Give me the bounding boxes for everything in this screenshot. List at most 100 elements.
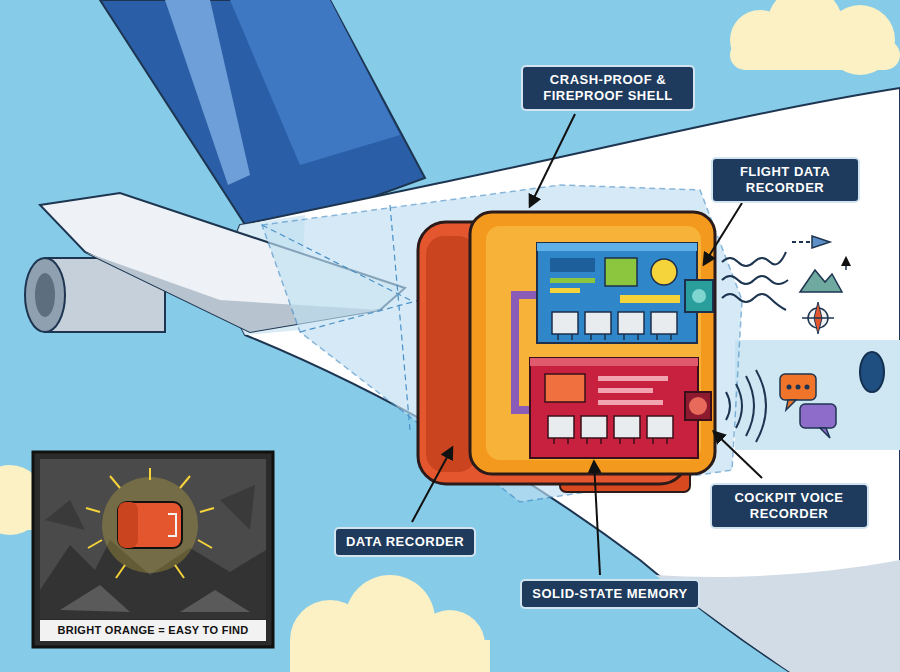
flight-data-module (557, 334, 559, 340)
fuselage (860, 352, 884, 392)
flight-data-module (585, 312, 611, 334)
inset-illustration (60, 585, 130, 612)
speech-bubbles (820, 428, 830, 438)
fuselage (655, 560, 900, 672)
inset-illustration (116, 565, 125, 578)
flight-data-module (604, 334, 606, 340)
dashed-compartment (390, 205, 410, 430)
flight-data-module (558, 334, 671, 340)
leader-line (704, 203, 742, 264)
sound-waves (736, 384, 742, 428)
tail-fin (230, 0, 400, 165)
inset-illustration (33, 452, 273, 647)
data-icons (800, 270, 842, 292)
voice-module (545, 374, 585, 402)
leader-line (714, 432, 762, 478)
voice-module (548, 416, 574, 438)
flight-data-module (590, 334, 592, 340)
voice-module (689, 397, 707, 415)
speech-bubbles (800, 404, 836, 428)
inset-illustration (180, 476, 190, 488)
tag-label: CRASH-PROOF & FIREPROOF SHELL (533, 72, 683, 105)
inset-illustration (175, 565, 184, 578)
flight-data-module (550, 278, 595, 283)
sound-waves (726, 392, 730, 420)
speech-bubbles (805, 385, 810, 390)
data-icons (812, 236, 830, 248)
tag-label: DATA RECORDER (346, 534, 464, 550)
data-icons (802, 317, 834, 319)
inset-illustration (110, 476, 120, 488)
inset-illustration (33, 452, 273, 647)
tag-label: COCKPIT VOICE RECORDER (722, 490, 857, 523)
voice-module (548, 416, 673, 438)
flight-data-module (685, 280, 713, 312)
flight-data-module (651, 312, 677, 334)
orange-shell (486, 226, 701, 460)
flight-data-module (537, 243, 697, 251)
dashed-compartment (262, 185, 742, 502)
leader-line (412, 448, 452, 522)
voice-module (600, 438, 602, 444)
cloud (730, 40, 900, 70)
flight-data-module (550, 288, 580, 293)
tail-fin (165, 0, 250, 185)
fuselage (735, 340, 900, 450)
signal-waves (722, 252, 786, 266)
flight-data-module (550, 258, 595, 272)
inset-illustration (220, 485, 255, 530)
inset-illustration (102, 477, 198, 573)
signal-waves (722, 294, 786, 310)
caption-text: BRIGHT ORANGE = EASY TO FIND (40, 620, 266, 641)
voice-module (598, 400, 663, 405)
tag-label: SOLID-STATE MEMORY (532, 586, 687, 602)
inset-illustration (168, 514, 176, 536)
flight-data-module (692, 289, 706, 303)
voice-module (567, 438, 569, 444)
voice-module (530, 358, 711, 458)
flight-data-module (537, 243, 697, 343)
dashed-compartment (262, 225, 410, 300)
voice-module (633, 438, 635, 444)
inset-illustration (200, 508, 214, 512)
flight-data-module (552, 312, 677, 334)
flight-data-module (656, 334, 658, 340)
voice-module (598, 376, 668, 381)
tag-label: FLIGHT DATA RECORDER (723, 164, 848, 197)
sound-waves (726, 370, 766, 442)
signal-waves (722, 276, 788, 284)
speech-bubbles (786, 400, 796, 410)
fuselage (229, 88, 900, 672)
voice-module (619, 438, 621, 444)
data-icons (845, 258, 847, 270)
inset-illustration (118, 502, 182, 548)
engine (35, 273, 55, 317)
flight-data-module (571, 334, 573, 340)
orange-shell (470, 212, 715, 474)
signal-waves (722, 252, 788, 310)
voice-module (647, 416, 673, 438)
inset-illustration (86, 468, 214, 578)
leader-line (594, 462, 600, 575)
dashed-compartment (300, 300, 420, 332)
callout-tag: SOLID-STATE MEMORY (520, 579, 699, 609)
speech-bubbles (780, 374, 816, 400)
flight-data-module (623, 334, 625, 340)
inset-illustration (45, 500, 85, 530)
voice-module (614, 416, 640, 438)
inset-illustration (86, 508, 100, 512)
voice-module (666, 438, 668, 444)
speech-bubbles (787, 385, 792, 390)
leader-line (530, 114, 575, 206)
speech-bubbles (796, 385, 801, 390)
inset-illustration (88, 540, 102, 548)
flight-data-module (618, 312, 644, 334)
inset-illustration (180, 590, 250, 612)
flight-data-module (537, 243, 713, 343)
flight-data-module (637, 334, 639, 340)
inset-illustration (198, 540, 212, 548)
sound-waves (746, 376, 754, 436)
flight-data-module (651, 259, 677, 285)
